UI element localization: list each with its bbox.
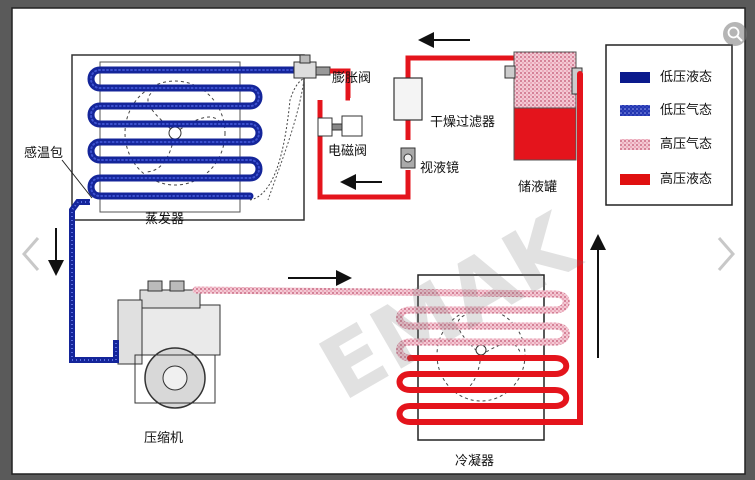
- filter-dryer-label: 干燥过滤器: [430, 115, 496, 130]
- solenoid-valve: [317, 115, 363, 137]
- left-arrow-icon[interactable]: [20, 236, 42, 272]
- legend-label-low-gas: 低压气态: [660, 103, 713, 118]
- receiver-label: 储液罐: [518, 180, 558, 195]
- zoom-icon[interactable]: [723, 22, 747, 46]
- legend-label-high-gas: 高压气态: [660, 137, 713, 152]
- evaporator: [71, 54, 313, 221]
- compressor-label: 压缩机: [144, 431, 184, 446]
- expansion-valve-label: 膨胀阀: [332, 71, 372, 86]
- expansion-valve: [267, 54, 331, 201]
- sensing-bulb-label: 感温包: [24, 146, 64, 161]
- solenoid-valve-label: 电磁阀: [328, 144, 368, 159]
- condenser: [192, 71, 583, 441]
- condenser-label: 冷凝器: [455, 454, 495, 469]
- compressor: [117, 280, 221, 409]
- legend-swatch-high-gas: [620, 139, 650, 150]
- right-arrow-icon[interactable]: [715, 236, 737, 272]
- legend-label-high-liquid: 高压液态: [660, 172, 713, 187]
- legend-swatch-high-liquid: [620, 174, 650, 185]
- receiver: [504, 51, 583, 161]
- suction-line: [69, 199, 119, 363]
- legend-swatch-low-gas: [620, 105, 650, 116]
- filter-dryer: [393, 77, 423, 121]
- legend-label-low-liquid: 低压液态: [660, 70, 713, 85]
- liquid-line: [317, 55, 520, 200]
- sight-glass: [400, 147, 416, 169]
- sensing-bulb-pointer: [61, 159, 93, 199]
- legend-swatch-low-liquid: [620, 72, 650, 83]
- evaporator-label: 蒸发器: [145, 212, 185, 227]
- sight-glass-label: 视液镜: [420, 161, 460, 176]
- legend: [605, 44, 733, 206]
